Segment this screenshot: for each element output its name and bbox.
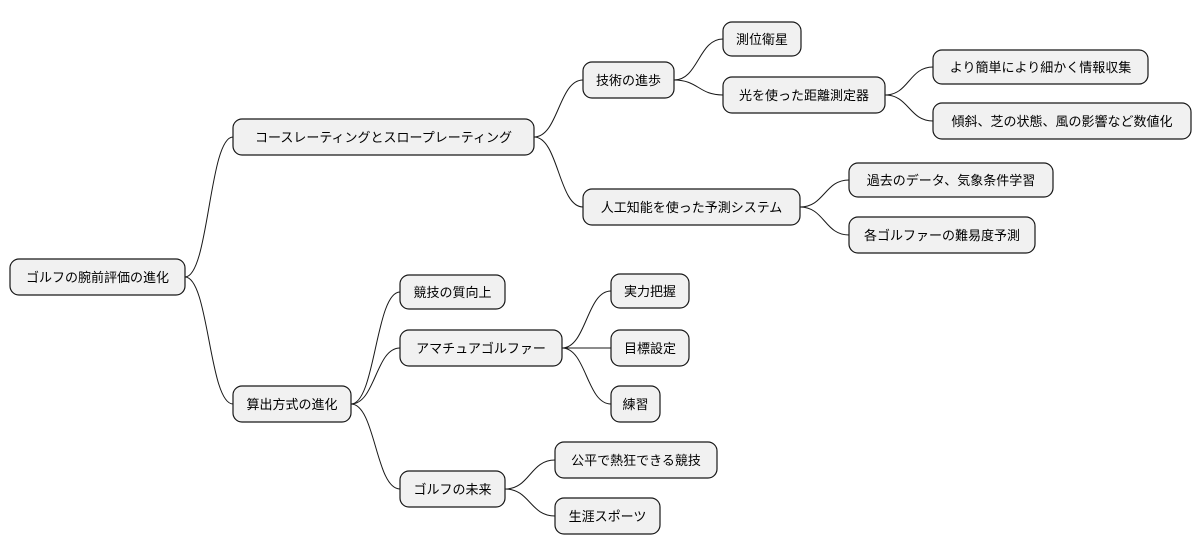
node-practice: 練習 (610, 385, 661, 423)
mindmap-edges (184, 38, 934, 517)
node-ai-system: 人工知能を使った予測システム (582, 188, 801, 226)
node-future-box (399, 470, 506, 508)
edge-laser-to-slope-digitize (884, 94, 934, 122)
node-lifelong-label: 生涯スポーツ (569, 510, 647, 525)
node-simpler: より簡単により細かく情報収集 (932, 49, 1149, 85)
node-tech-progress-box (582, 61, 675, 99)
edge-root-to-calc-evolution (184, 276, 234, 405)
node-past-data: 過去のデータ、気象条件学習 (848, 162, 1054, 198)
node-past-data-label: 過去のデータ、気象条件学習 (867, 173, 1036, 189)
node-difficulty-label: 各ゴルファーの難易度予測 (864, 228, 1020, 244)
node-ability: 実力把握 (610, 273, 690, 309)
node-course-rating-label: コースレーティングとスロープレーティング (255, 131, 512, 146)
edge-ai-system-to-difficulty (799, 206, 850, 236)
node-competition-quality-box (399, 274, 506, 310)
node-future-label: ゴルフの未来 (413, 482, 491, 498)
node-amateur: アマチュアゴルファー (399, 329, 563, 367)
node-practice-label: 練習 (622, 398, 648, 413)
node-competition-quality: 競技の質向上 (399, 274, 506, 310)
node-calc-evolution: 算出方式の進化 (232, 385, 352, 423)
node-root-box (9, 258, 186, 296)
node-amateur-box (399, 329, 563, 367)
edge-amateur-to-practice (561, 347, 612, 405)
edge-tech-progress-to-laser (673, 79, 724, 96)
node-laser-label: 光を使った距離測定器 (739, 88, 869, 104)
node-simpler-box (932, 49, 1149, 85)
node-fair-box (554, 441, 718, 479)
node-practice-box (610, 385, 661, 423)
node-slope-digitize: 傾斜、芝の状態、風の影響など数値化 (932, 102, 1192, 140)
edge-future-to-fair (504, 459, 556, 490)
node-root: ゴルフの腕前評価の進化 (9, 258, 186, 296)
node-future: ゴルフの未来 (399, 470, 506, 508)
node-past-data-box (848, 162, 1054, 198)
edge-future-to-lifelong (504, 488, 556, 517)
node-fair-label: 公平で熱狂できる競技 (571, 454, 701, 469)
node-lifelong-box (554, 497, 661, 535)
node-simpler-label: より簡単により細かく情報収集 (950, 60, 1131, 76)
node-satellite-label: 測位衛星 (736, 33, 788, 48)
node-tech-progress-label: 技術の進歩 (596, 74, 661, 89)
node-difficulty: 各ゴルファーの難易度予測 (848, 216, 1036, 254)
node-satellite: 測位衛星 (722, 21, 802, 57)
node-course-rating: コースレーティングとスロープレーティング (232, 118, 535, 156)
edge-calc-evolution-to-future (350, 403, 401, 490)
edge-calc-evolution-to-competition-quality (350, 291, 401, 405)
node-slope-digitize-box (932, 102, 1192, 140)
node-competition-quality-label: 競技の質向上 (413, 285, 491, 301)
node-laser-box (722, 76, 886, 114)
node-tech-progress: 技術の進歩 (582, 61, 675, 99)
mindmap-nodes: ゴルフの腕前評価の進化 コースレーティングとスロープレーティング 技術の進歩 測位衛星… (9, 21, 1192, 535)
node-calc-evolution-box (232, 385, 352, 423)
node-course-rating-box (232, 118, 535, 156)
node-ai-system-label: 人工知能を使った予測システム (601, 200, 783, 216)
edge-calc-evolution-to-amateur (350, 347, 401, 405)
node-difficulty-box (848, 216, 1036, 254)
node-laser: 光を使った距離測定器 (722, 76, 886, 114)
node-ability-box (610, 273, 690, 309)
edge-root-to-course-rating (184, 136, 234, 278)
node-goal-label: 目標設定 (624, 341, 676, 357)
edge-amateur-to-ability (561, 290, 612, 349)
node-lifelong: 生涯スポーツ (554, 497, 661, 535)
node-amateur-label: アマチュアゴルファー (416, 341, 546, 357)
node-fair: 公平で熱狂できる競技 (554, 441, 718, 479)
node-ability-label: 実力把握 (624, 284, 676, 300)
edge-tech-progress-to-satellite (673, 38, 724, 81)
edge-laser-to-simpler (884, 66, 934, 96)
edge-course-rating-to-ai-system (533, 136, 584, 208)
node-calc-evolution-label: 算出方式の進化 (246, 397, 337, 413)
node-goal: 目標設定 (610, 329, 690, 367)
node-ai-system-box (582, 188, 801, 226)
edge-course-rating-to-tech-progress (533, 79, 584, 138)
node-goal-box (610, 329, 690, 367)
node-satellite-box (722, 21, 802, 57)
node-slope-digitize-label: 傾斜、芝の状態、風の影響など数値化 (951, 114, 1172, 130)
edge-ai-system-to-past-data (799, 179, 850, 208)
node-root-label: ゴルフの腕前評価の進化 (26, 270, 169, 286)
